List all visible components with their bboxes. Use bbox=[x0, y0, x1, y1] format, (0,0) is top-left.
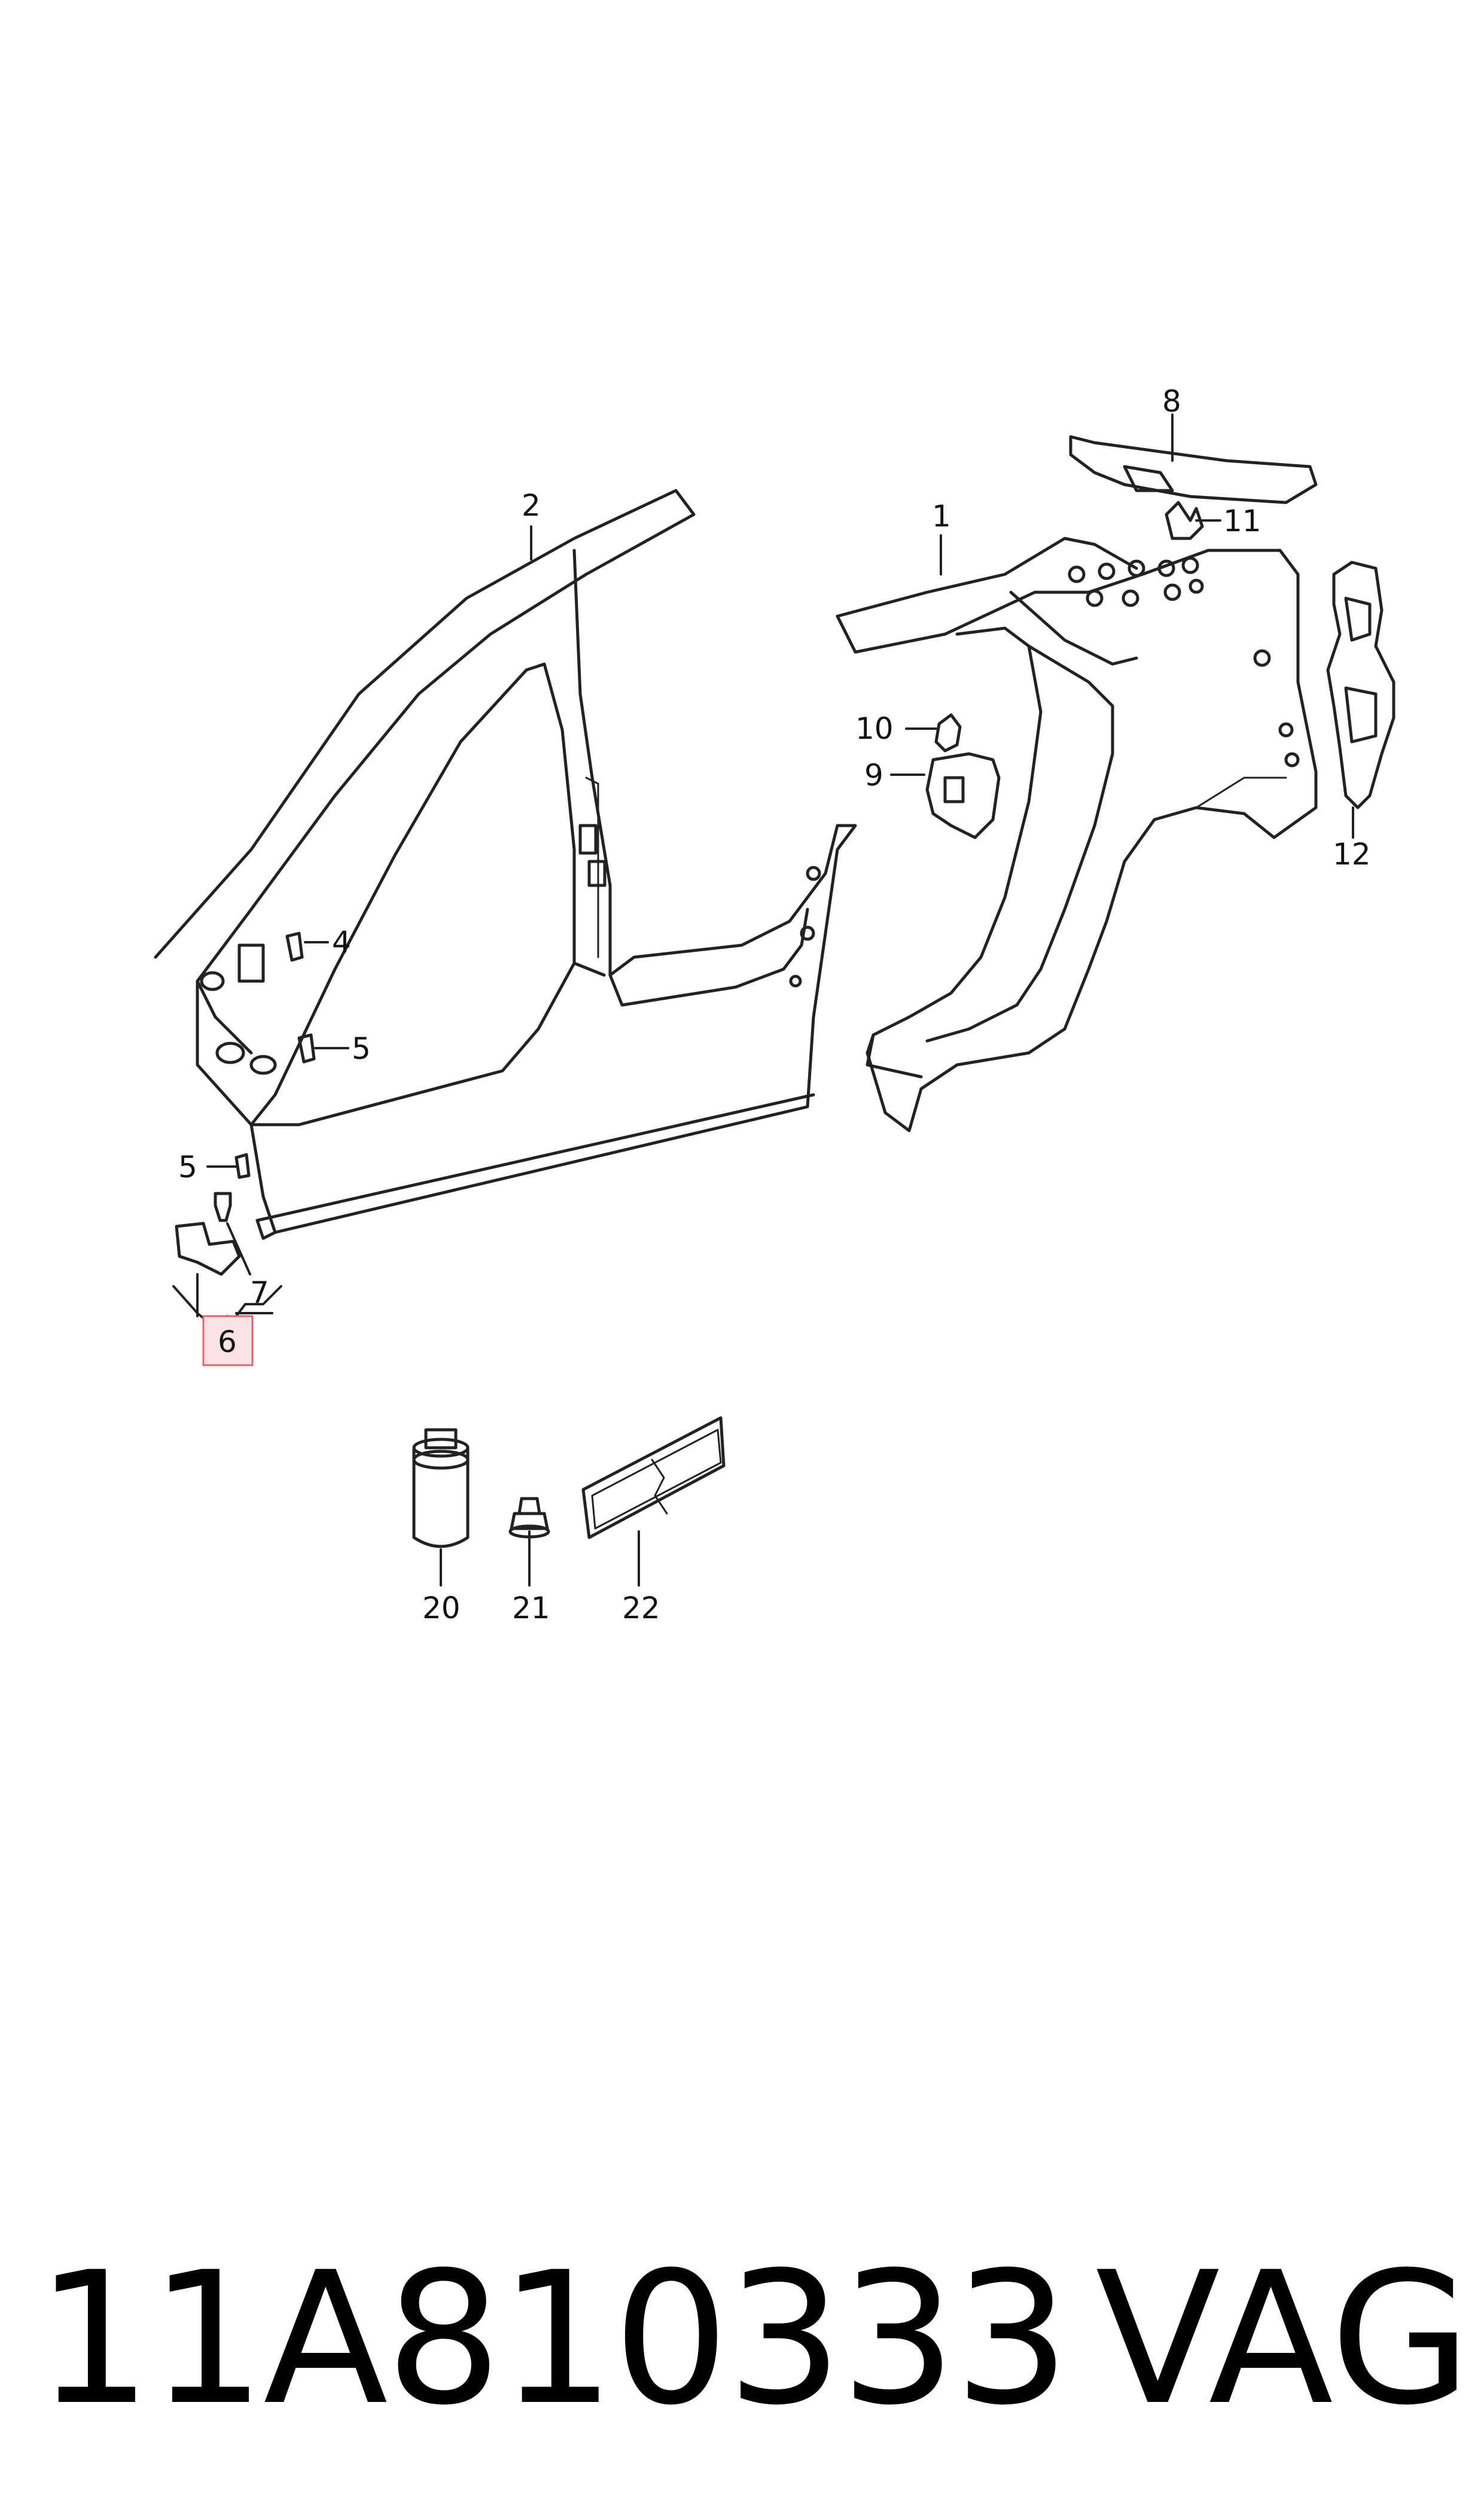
rivet-21-drawing bbox=[508, 1497, 550, 1539]
bracket-plate-drawing bbox=[925, 752, 1001, 839]
callout-labels: 2 1 8 11 12 10 9 4 5 5 7 6 20 21 22 bbox=[178, 384, 1371, 1625]
cartridge-20-drawing bbox=[412, 1428, 470, 1548]
callout-6[interactable]: 6 bbox=[218, 1325, 237, 1359]
clip-4-drawing bbox=[285, 931, 304, 962]
callout-9[interactable]: 9 bbox=[864, 758, 883, 793]
callout-4[interactable]: 4 bbox=[332, 925, 351, 960]
callout-2[interactable]: 2 bbox=[522, 488, 541, 523]
side-panel-front-drawing bbox=[154, 489, 857, 1240]
clip-5-upper-drawing bbox=[297, 1033, 316, 1064]
bracket-6-drawing bbox=[175, 1222, 241, 1276]
callout-8[interactable]: 8 bbox=[1162, 384, 1181, 419]
footer: 11A810333 VAG bbox=[36, 2213, 1471, 2465]
roof-rail-bracket-drawing bbox=[1069, 435, 1318, 504]
callout-20[interactable]: 20 bbox=[422, 1591, 461, 1625]
brand-name: VAG bbox=[1095, 2233, 1471, 2445]
callout-12[interactable]: 12 bbox=[1333, 837, 1371, 872]
callout-7[interactable]: 7 bbox=[250, 1275, 269, 1310]
callout-5-lower[interactable]: 5 bbox=[178, 1150, 197, 1185]
callout-11[interactable]: 11 bbox=[1223, 504, 1261, 538]
sealing-sheet-22-drawing bbox=[581, 1416, 726, 1539]
callout-10[interactable]: 10 bbox=[855, 711, 894, 746]
rear-reinforcement-drawing bbox=[1326, 561, 1395, 809]
callout-22[interactable]: 22 bbox=[622, 1591, 660, 1625]
callout-5-upper[interactable]: 5 bbox=[352, 1031, 371, 1066]
bolt-7-drawing bbox=[214, 1192, 232, 1222]
clip-5-lower-drawing bbox=[234, 1153, 251, 1179]
callout-21[interactable]: 21 bbox=[512, 1591, 550, 1625]
leader-lines bbox=[172, 413, 1354, 1587]
angle-bracket-drawing bbox=[1165, 501, 1204, 540]
part-number: 11A810333 bbox=[36, 2233, 1070, 2445]
clip-10-drawing bbox=[934, 713, 962, 753]
rear-quarter-panel-drawing bbox=[836, 537, 1318, 1132]
highlight-box-6 bbox=[202, 1315, 254, 1366]
callout-1[interactable]: 1 bbox=[932, 499, 951, 534]
